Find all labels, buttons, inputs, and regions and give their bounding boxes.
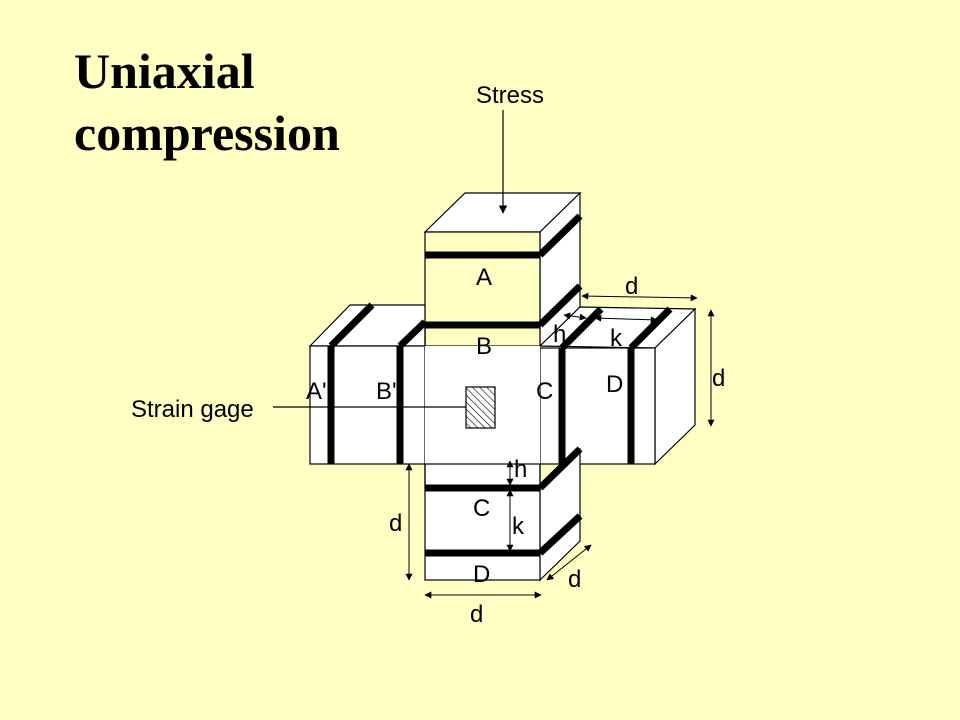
right-band-d-top bbox=[628, 306, 673, 351]
bottom-band-c-side bbox=[537, 446, 583, 491]
label-d-depth: d bbox=[568, 566, 581, 593]
left-arm bbox=[308, 302, 428, 465]
title-line-2: compression bbox=[74, 105, 340, 161]
right-arm-front-face bbox=[539, 347, 656, 465]
dimension-d-top bbox=[581, 292, 698, 302]
title-line-1: Uniaxial bbox=[74, 43, 255, 99]
label-d-right: d bbox=[712, 365, 725, 392]
dimension-h-top bbox=[563, 312, 587, 321]
label-k-top: k bbox=[610, 325, 623, 352]
dimension-d-depth bbox=[546, 544, 592, 581]
label-d-bottom: d bbox=[470, 601, 483, 628]
label-left-a: A' bbox=[306, 378, 327, 405]
dimension-k-top bbox=[594, 314, 658, 324]
label-right-c: C bbox=[536, 378, 553, 405]
bottom-arm bbox=[424, 446, 583, 582]
slide-title: Uniaxial compression bbox=[74, 40, 340, 164]
label-top-b: B bbox=[476, 333, 492, 360]
top-band-a-side bbox=[537, 213, 583, 258]
label-bottom-d: D bbox=[473, 561, 490, 588]
label-h-bottom: h bbox=[514, 456, 527, 483]
strain-gage bbox=[465, 386, 496, 429]
left-arm-front-face bbox=[309, 345, 426, 465]
label-bottom-c: C bbox=[473, 495, 490, 522]
label-d-left: d bbox=[389, 510, 402, 537]
label-h-top: h bbox=[553, 321, 566, 348]
left-band-a-top bbox=[328, 302, 375, 349]
label-k-bottom: k bbox=[512, 513, 525, 540]
label-strain-gage: Strain gage bbox=[131, 396, 254, 423]
label-top-a: A bbox=[476, 264, 492, 291]
label-left-b: B' bbox=[376, 378, 397, 405]
top-arm bbox=[423, 191, 583, 348]
label-right-d: D bbox=[606, 371, 623, 398]
top-band-b-side bbox=[537, 283, 583, 328]
left-band-b-top bbox=[397, 319, 428, 349]
label-d-top: d bbox=[625, 273, 638, 300]
label-stress: Stress bbox=[476, 82, 544, 109]
